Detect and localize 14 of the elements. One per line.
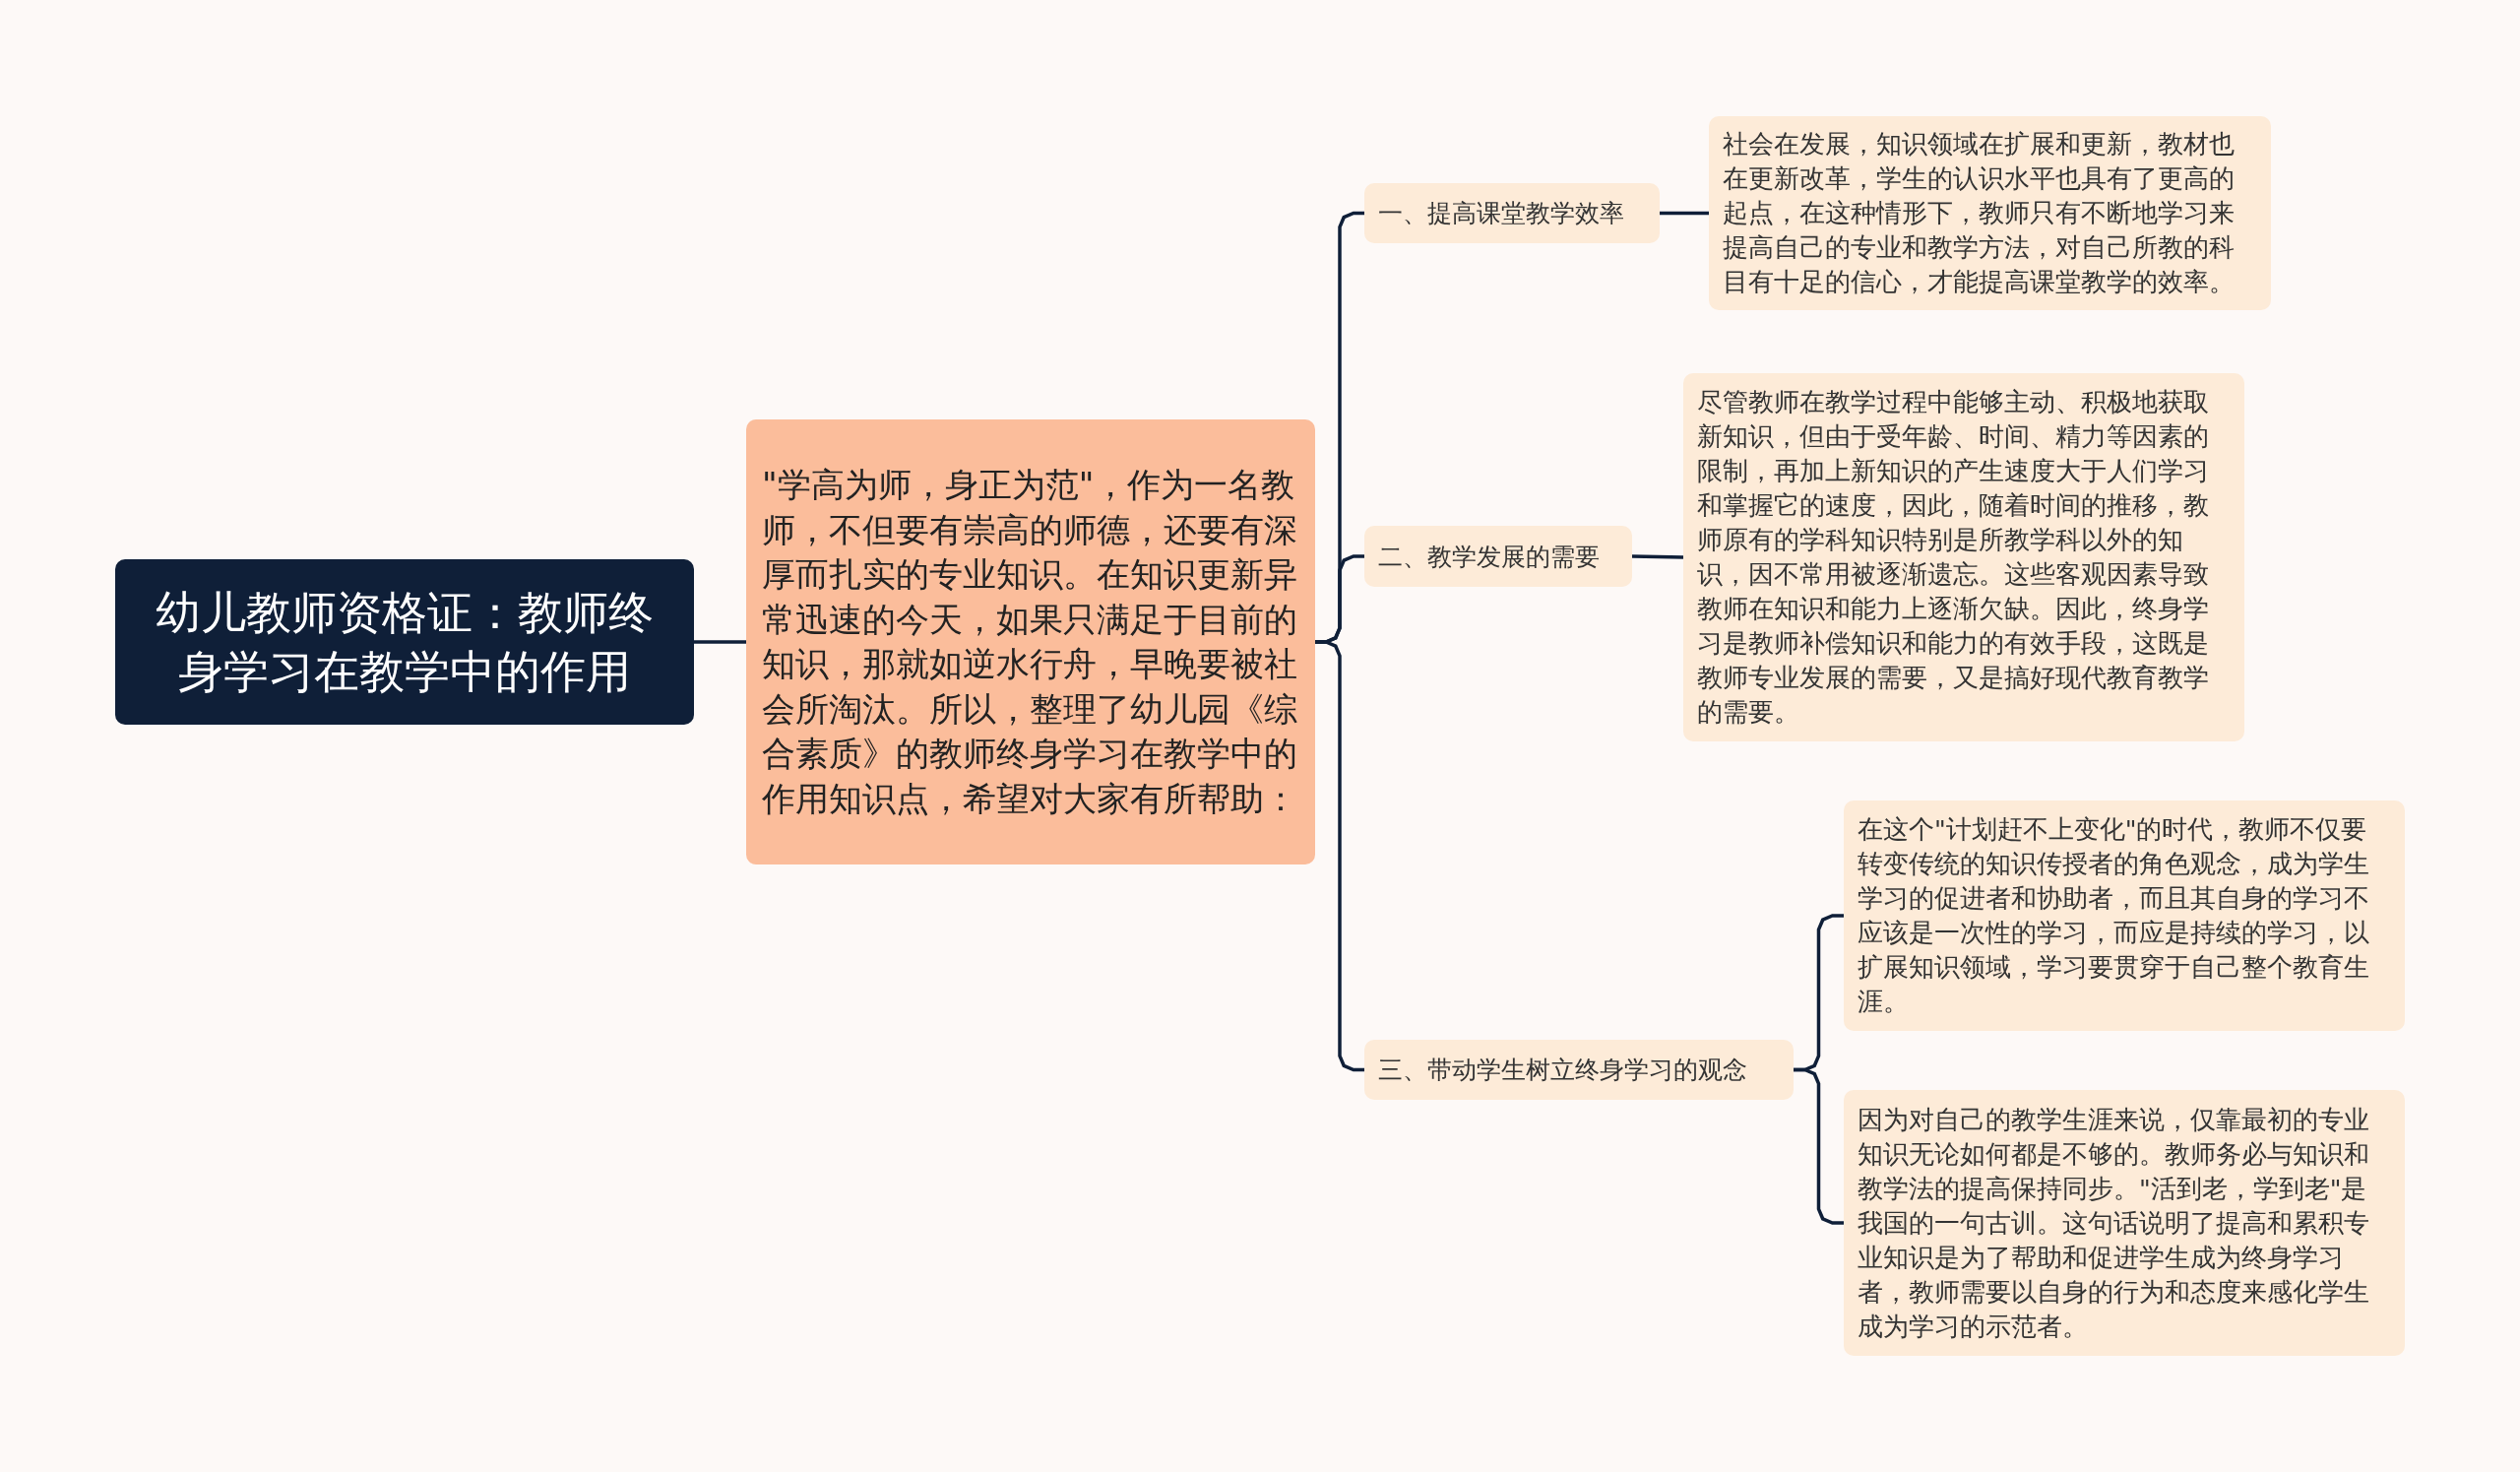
topic-box: 二、教学发展的需要	[1364, 526, 1632, 587]
title-box: 幼儿教师资格证：教师终身学习在教学中的作用	[115, 559, 694, 725]
intro-box: "学高为师，身正为范"，作为一名教师，不但要有崇高的师德，还要有深厚而扎实的专业知识。在知识更新异常迅速的今天，如果只满足于目前的知识，那就如逆水行舟，早晚要被社会所淘汰。所以，整理了幼儿园《综合素质》的教师终身学习在教学中的作用知识点，希望对大家有所帮助：	[746, 419, 1315, 864]
connector-line	[1631, 554, 1684, 559]
connector-line	[1315, 640, 1364, 1072]
topic-box: 三、带动学生树立终身学习的观念	[1364, 1040, 1794, 1100]
detail-box: 尽管教师在教学过程中能够主动、积极地获取新知识，但由于受年龄、时间、精力等因素的限制，再加上新知识的产生速度大于人们学习和掌握它的速度，因此，随着时间的推移，教师原有的学科知识特别是所教学科以外的知识，因不常用被逐渐遗忘。这些客观因素导致教师在知识和能力上逐渐欠缺。因此，终身学习是教师补偿知识和能力的有效手段，这既是教师专业发展的需要，又是搞好现代教育教学的需要。	[1683, 373, 2244, 741]
connector-line	[694, 640, 746, 644]
detail-box: 社会在发展，知识领域在扩展和更新，教材也在更新改革，学生的认识水平也具有了更高的起点，在这种情形下，教师只有不断地学习来提高自己的专业和教学方法，对自己所教的科目有十足的信心，才能提高课堂教学的效率。	[1709, 116, 2271, 310]
connector-line	[1794, 1067, 1844, 1225]
detail-box: 因为对自己的教学生涯来说，仅靠最初的专业知识无论如何都是不够的。教师务必与知识和教学法的提高保持同步。"活到老，学到老"是我国的一句古训。这句话说明了提高和累积专业知识是为了帮助和促进学生成为终身学习者，教师需要以自身的行为和态度来感化学生成为学习的示范者。	[1844, 1090, 2405, 1356]
connector-line	[1660, 211, 1709, 216]
detail-box: 在这个"计划赶不上变化"的时代，教师不仅要转变传统的知识传授者的角色观念，成为学生学习的促进者和协助者，而且其自身的学习不应该是一次性的学习，而应是持续的学习，以扩展知识领域，学习要贯穿于自己整个教育生涯。	[1844, 800, 2405, 1031]
topic-box: 一、提高课堂教学效率	[1364, 183, 1660, 243]
